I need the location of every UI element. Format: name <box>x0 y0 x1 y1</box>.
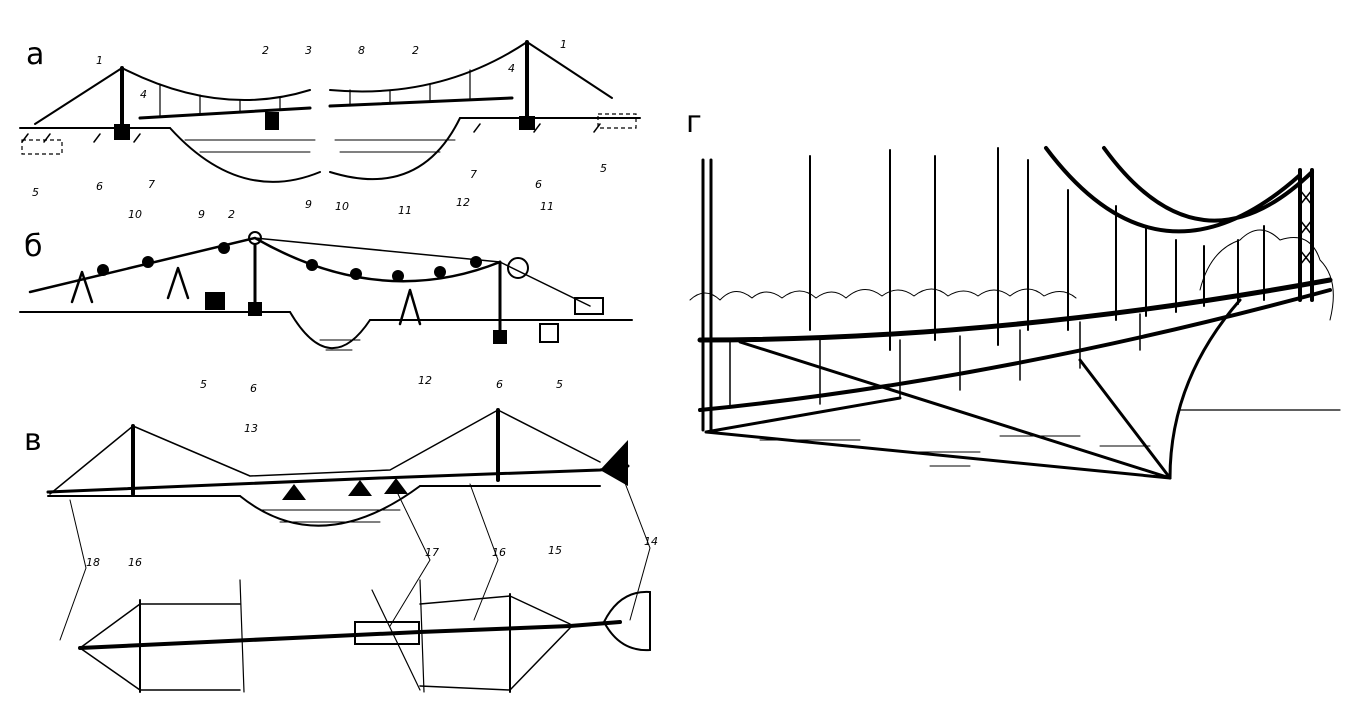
panel-g-deck-posts <box>729 313 1141 409</box>
panel-a-label: 1 <box>560 38 567 51</box>
panel-g-right-trees <box>1199 229 1334 321</box>
panel-g-near-hanger <box>701 158 713 432</box>
panel-b-machine <box>574 297 604 315</box>
panel-a-label: 1 <box>96 54 103 67</box>
panel-b-label: 11 <box>398 204 412 217</box>
panel-b-valley <box>289 311 371 349</box>
panel-a: а 1 2 3 4 2 1 4 5 6 7 8 9 7 <box>19 37 641 211</box>
panel-b-towers <box>253 236 502 332</box>
panel-v-plan-axis <box>371 589 421 691</box>
panel-g-treeline <box>689 288 1077 301</box>
panel-a-pontoon <box>265 112 279 130</box>
panel-b-left-foundation <box>248 302 262 316</box>
panel-v-ground <box>47 485 601 497</box>
panel-b-right-pulley <box>507 257 529 279</box>
panel-a-label: 2 <box>412 44 419 57</box>
panel-a-letter: а <box>26 37 44 72</box>
panel-g-water <box>759 435 1151 467</box>
panel-a-label: 9 <box>305 198 312 211</box>
panel-a-riverbed <box>169 117 461 183</box>
panel-v-label: 14 <box>644 535 658 548</box>
panel-a-right-foundation <box>519 116 535 130</box>
panel-v-anchor-wedge <box>600 440 628 486</box>
panel-v-plan-right-bracing <box>419 595 571 691</box>
panel-b-label: 6 <box>250 382 257 395</box>
panel-v-plan-deck <box>78 620 622 650</box>
panel-g-wind-bracing <box>704 340 1172 480</box>
panel-b-label: 12 <box>456 196 470 209</box>
panel-a-left-anchor <box>21 139 63 155</box>
panel-a-label: 5 <box>32 186 39 199</box>
panel-b-letter: б <box>24 229 43 264</box>
panel-b-right-anchor <box>539 323 559 343</box>
panel-a-towers <box>120 40 529 126</box>
panel-v-plan-breaks <box>239 579 425 693</box>
panel-b-label: 12 <box>418 374 432 387</box>
panel-b-label: 11 <box>540 200 554 213</box>
panel-a-deck <box>138 96 514 120</box>
panel-g-deck-top <box>697 277 1333 343</box>
panel-a-water <box>184 139 456 153</box>
panel-v-valley <box>239 485 421 527</box>
panel-b-trestles <box>70 266 422 326</box>
panel-v-label: 16 <box>128 556 142 569</box>
panel-b-rollers <box>97 242 482 282</box>
panel-b-winch-cable <box>254 237 591 307</box>
panel-a-left-foundation <box>114 124 130 140</box>
panel-b-label: 2 <box>228 208 235 221</box>
panel-b-label: 5 <box>200 378 207 391</box>
panel-a-label: 4 <box>508 62 515 75</box>
panel-a-label: 8 <box>358 44 365 57</box>
panel-a-ground <box>19 117 641 129</box>
panel-g-main-cables <box>1044 146 1314 234</box>
panel-a-label: 6 <box>96 180 103 193</box>
panel-g-hangers <box>809 147 1265 351</box>
panel-b-label: 10 <box>128 208 142 221</box>
panel-a-label: 2 <box>262 44 269 57</box>
panel-v-cable <box>49 409 601 495</box>
panel-v-plan-towers <box>139 593 511 693</box>
panel-g: г <box>686 105 1341 480</box>
panel-v-label: 15 <box>548 544 562 557</box>
panel-b-right-foundation <box>493 330 507 344</box>
panel-v-label: 18 <box>86 556 100 569</box>
panel-a-main-cable <box>121 41 528 101</box>
panel-g-anchor-cable <box>1168 298 1242 480</box>
panel-v-pontoons <box>282 478 408 500</box>
panel-g-tower-bracing <box>1299 189 1313 266</box>
panel-v-letter: в <box>24 423 42 458</box>
panel-v-label: 16 <box>492 546 506 559</box>
panel-v-towers <box>131 408 500 496</box>
panel-b-label: 5 <box>556 378 563 391</box>
panel-b-label: 9 <box>198 208 205 221</box>
panel-a-label: 7 <box>470 168 477 181</box>
panel-b-main-rope <box>28 236 502 294</box>
panel-a-label: 5 <box>600 162 607 175</box>
panel-v-label: 17 <box>425 546 439 559</box>
panel-b-label: 10 <box>335 200 349 213</box>
panel-v: в 13 17 16 15 14 18 16 <box>24 408 658 693</box>
panel-a-hatching <box>21 123 601 143</box>
panel-a-label: 7 <box>148 178 155 191</box>
panel-g-tower <box>1298 168 1314 302</box>
panel-b: б 10 9 2 10 <box>19 196 633 395</box>
panel-a-label: 3 <box>305 44 312 57</box>
panel-b-left-winch <box>205 292 225 310</box>
panel-a-right-anchor <box>597 113 637 129</box>
panel-g-letter: г <box>686 105 702 140</box>
panel-b-water <box>319 339 361 351</box>
panel-a-backstays <box>34 41 613 125</box>
panel-b-ground <box>19 311 633 321</box>
panel-a-label: 6 <box>535 178 542 191</box>
panel-v-leaders <box>59 469 651 641</box>
panel-b-label: 6 <box>496 378 503 391</box>
panel-g-deck-bottom <box>698 288 1332 412</box>
panel-v-plan-anchor <box>602 590 651 652</box>
panel-a-hangers <box>159 69 471 117</box>
panel-a-label: 4 <box>140 88 147 101</box>
panel-v-label: 13 <box>244 422 258 435</box>
panel-v-water <box>261 509 401 523</box>
